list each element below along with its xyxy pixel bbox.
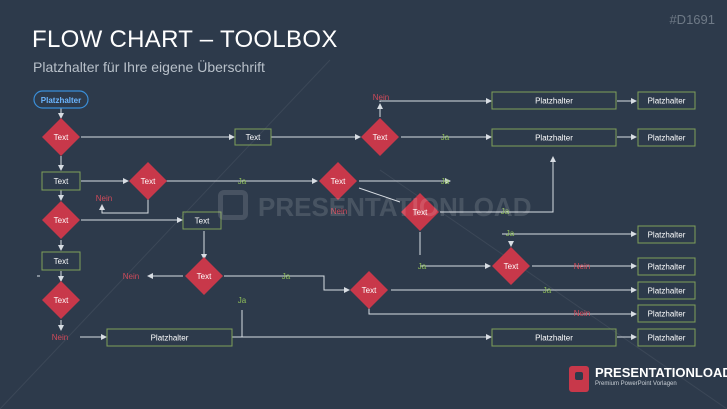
connector-arrow [440,156,556,213]
page-subtitle: Platzhalter für Ihre eigene Überschrift [33,59,265,75]
process-box-b4: Text [41,251,81,271]
process-box-label: Text [246,133,261,142]
process-box-label: Platzhalter [648,263,686,272]
decision-label-no: Nein [123,272,139,281]
decision-label-no: Nein [574,309,590,318]
process-box-b12: Platzhalter [637,304,696,323]
decision-label-yes: Ja [418,262,427,271]
decor-line [0,59,331,409]
decision-label-no: Nein [52,333,68,342]
process-box-label: Platzhalter [535,334,573,343]
process-box-label: Text [54,257,69,266]
connector-arrow [379,98,492,104]
decision-diamond-d10: Text [492,247,530,285]
decision-label-yes: Ja [282,272,291,281]
decision-diamond-d2: Text [129,162,167,200]
watermark-text: PRESENTATIONLOAD [258,192,532,222]
process-box-b15: Platzhalter [491,328,617,347]
decision-diamond-label: Text [54,296,69,305]
connector-arrow [358,187,401,203]
decision-diamond-label: Text [362,286,377,295]
decision-label-yes: Ja [441,177,450,186]
process-box-label: Text [195,217,210,226]
process-box-label: Platzhalter [535,134,573,143]
process-box-b2: Text [41,171,81,191]
slide-code: #D1691 [669,12,715,27]
decision-label-yes: Ja [441,133,450,142]
process-box-b6: Platzhalter [491,128,617,147]
decision-diamond-label: Text [141,177,156,186]
process-box-b10: Platzhalter [637,257,696,276]
process-box-label: Platzhalter [648,134,686,143]
process-box-b8: Platzhalter [637,128,696,147]
decision-label-no: Nein [96,194,112,203]
page-title: FLOW CHART – TOOLBOX [32,26,338,53]
process-box-b11: Platzhalter [637,281,696,300]
decision-diamond-d1: Text [42,118,80,156]
start-node-label: Platzhalter [41,96,81,105]
brand-tagline: Premium PowerPoint Vorlagen [595,381,677,387]
decision-label-yes: Ja [501,207,510,216]
decision-diamond-d6: Text [361,118,399,156]
decision-diamond-label: Text [504,262,519,271]
connector-arrow [224,275,350,293]
decision-diamond-label: Text [413,208,428,217]
decision-label-yes: Ja [543,286,552,295]
decision-diamond-label: Text [331,177,346,186]
process-box-label: Platzhalter [151,334,189,343]
start-node: Platzhalter [33,90,89,109]
process-box-b14: Platzhalter [106,328,233,347]
decision-label-yes: Ja [506,229,515,238]
decision-label-no: Nein [574,262,590,271]
decision-diamond-d8: Text [401,193,439,231]
connector-arrow [368,306,637,317]
decision-diamond-d3: Text [42,201,80,239]
process-box-label: Platzhalter [648,97,686,106]
decision-diamond-label: Text [54,216,69,225]
brand-name: PRESENTATIONLOAD® [595,365,727,380]
decision-diamond-label: Text [197,272,212,281]
decision-diamond-d5: Text [42,281,80,319]
process-box-label: Platzhalter [648,310,686,319]
process-box-label: Text [54,177,69,186]
decision-diamond-d4: Text [185,257,223,295]
decision-label-no: Nein [373,93,389,102]
process-box-b7: Platzhalter [637,91,696,110]
process-box-label: Platzhalter [535,97,573,106]
decision-label-yes: Ja [238,296,247,305]
brand-logo: PRESENTATIONLOAD® Premium PowerPoint Vor… [569,364,727,398]
process-box-b5: Platzhalter [491,91,617,110]
process-box-label: Platzhalter [648,334,686,343]
decision-label-no: Nein [331,207,347,216]
decision-diamond-d7: Text [319,162,357,200]
watermark: PRESENTATIONLOAD [218,190,531,222]
decision-diamond-d9: Text [350,271,388,309]
decision-label-yes: Ja [238,177,247,186]
process-box-b13: Platzhalter [637,328,696,347]
process-box-b3: Text [182,211,222,230]
process-box-label: Platzhalter [648,287,686,296]
decision-diamond-label: Text [373,133,388,142]
process-box-b1: Text [234,128,272,146]
connector-arrow [99,199,149,214]
decision-diamond-label: Text [54,133,69,142]
brand-logo-icon [569,366,589,392]
process-box-b9: Platzhalter [637,225,696,244]
watermark-logo-icon [218,190,248,220]
process-box-label: Platzhalter [648,231,686,240]
